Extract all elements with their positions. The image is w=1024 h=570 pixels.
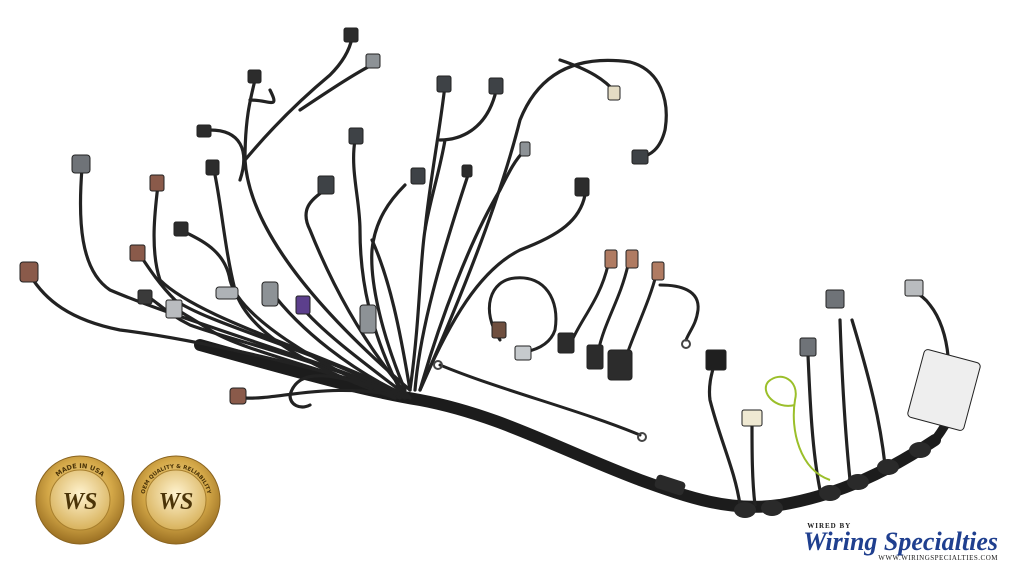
- brand-name: Wiring Specialties: [803, 527, 998, 556]
- badge-initials: WS: [159, 489, 194, 515]
- oem-quality-badge: OEM QUALITY & RELIABILITY WS: [131, 455, 221, 545]
- loose-leads: [438, 263, 700, 437]
- ring-terminal: [681, 339, 691, 349]
- brand-url: WWW.WIRINGSPECIALTIES.COM: [878, 554, 998, 562]
- badge-initials: WS: [63, 489, 98, 515]
- brand-logo: WIRED BY Wiring Specialties WWW.WIRINGSP…: [803, 522, 998, 562]
- connectors: [19, 27, 981, 431]
- ring-terminal: [637, 432, 647, 442]
- braid-segments: [654, 442, 931, 518]
- ring-terminal: [433, 360, 443, 370]
- ground-wire: [765, 375, 831, 481]
- made-in-usa-badge: MADE IN USA WS: [35, 455, 125, 545]
- branch-wires: [28, 36, 951, 507]
- brand-wired-by: WIRED BY: [807, 522, 852, 530]
